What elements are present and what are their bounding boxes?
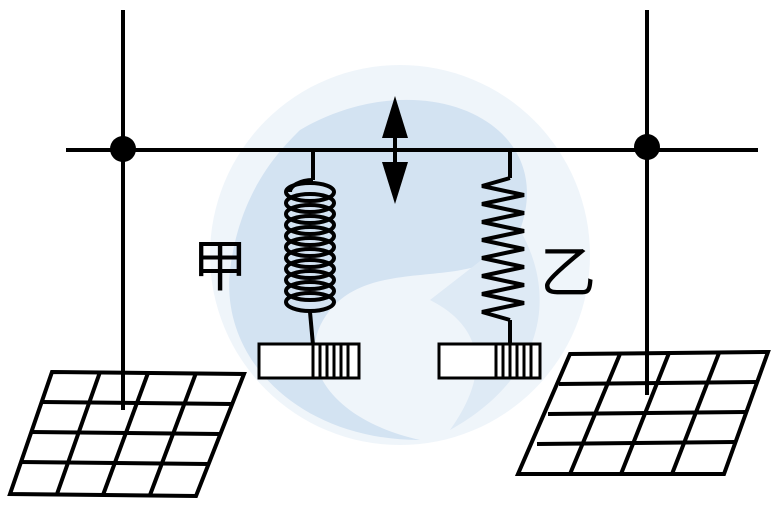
spring-coil-loop — [284, 280, 336, 302]
spring-coil-loop — [284, 181, 336, 203]
left-joint-dot — [110, 136, 136, 162]
label-jia: 甲 — [192, 235, 248, 300]
label-yi: 乙 — [540, 241, 596, 306]
spring-coil-loop — [284, 214, 336, 236]
block-jia — [257, 342, 361, 380]
right-joint-dot — [634, 134, 660, 160]
block-yi — [437, 342, 542, 380]
spring-coil-loop — [284, 225, 336, 247]
spring-coil-loop — [284, 291, 336, 313]
spring-coil-loop — [284, 203, 336, 225]
right-grid-plate — [514, 349, 771, 476]
spring-coil-loop — [284, 236, 336, 258]
spring-yi — [481, 150, 525, 345]
left-grid-plate — [7, 369, 247, 499]
spring-coil-loop — [284, 269, 336, 291]
spring-coil-loop — [284, 258, 336, 280]
double-arrow-vertical-icon — [382, 96, 408, 204]
spring-jia — [284, 150, 336, 346]
spring-coil-loop — [284, 247, 336, 269]
spring-coil-loop — [284, 192, 336, 214]
